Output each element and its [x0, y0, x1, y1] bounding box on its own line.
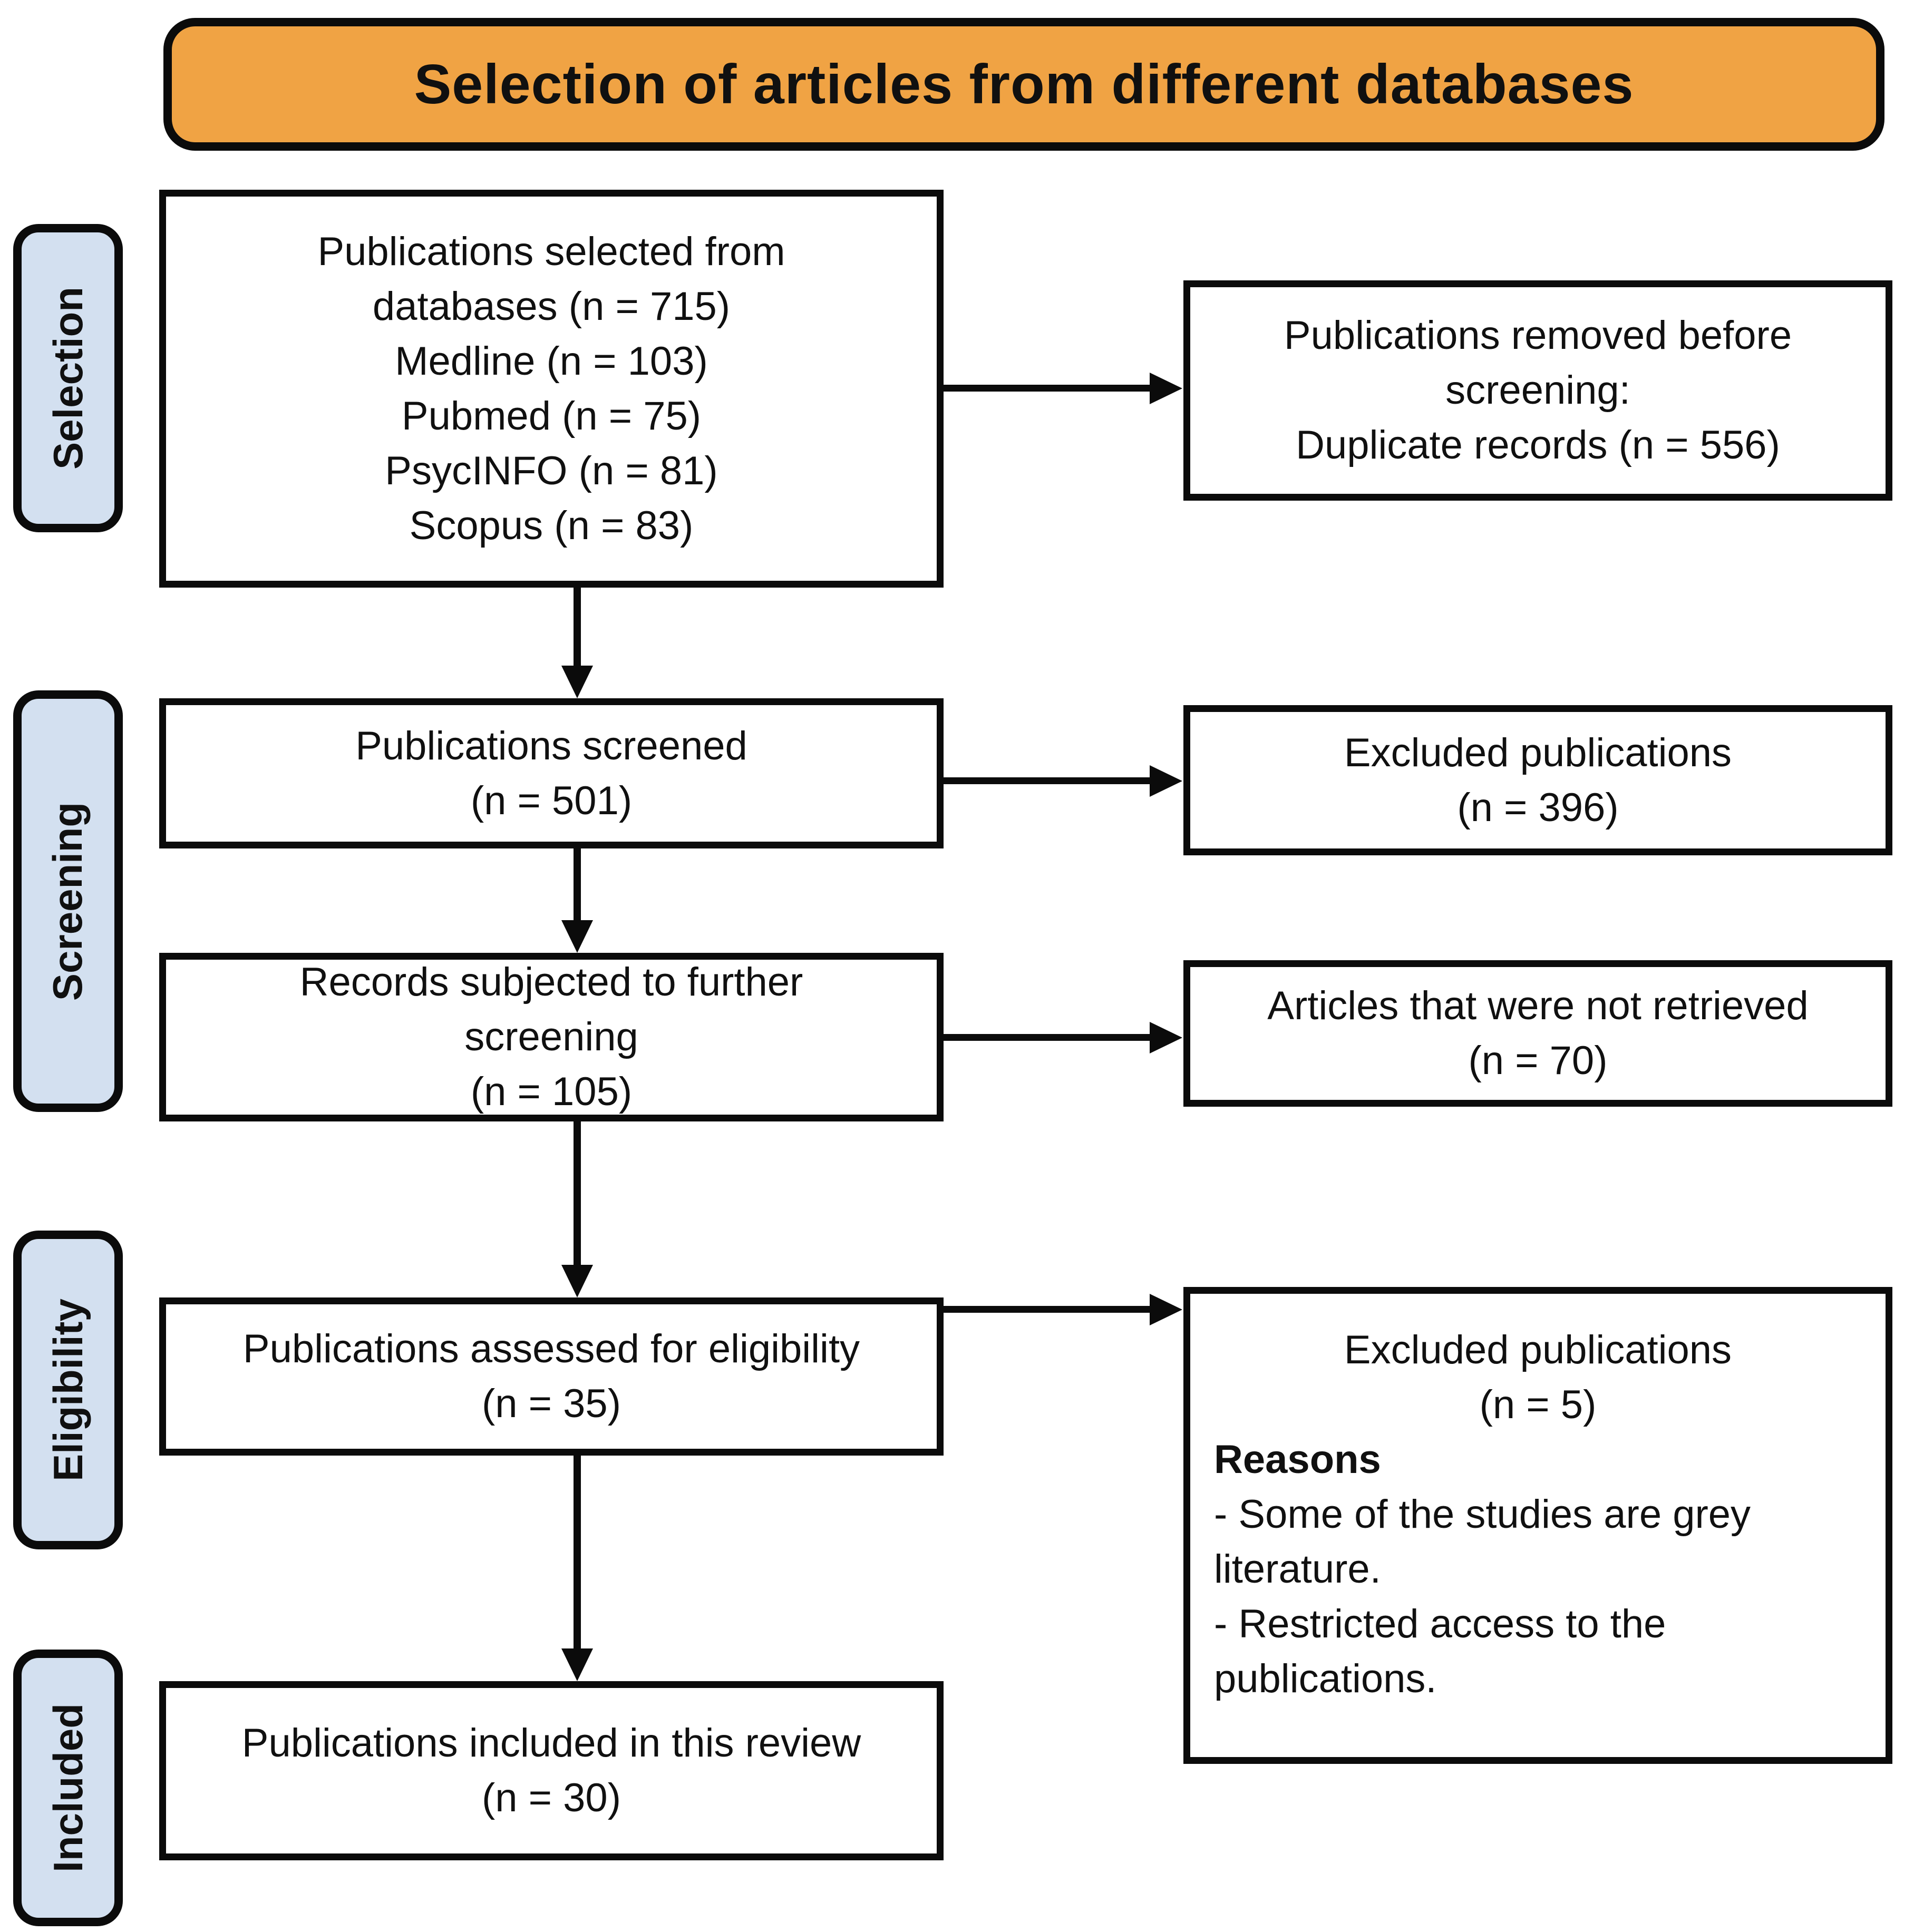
right-arrow-assessed-to-excluded [944, 1306, 1151, 1313]
down-arrow-assessed-to-included [574, 1456, 581, 1650]
box-text-line: Medline (n = 103) [395, 338, 708, 384]
stage-label-eligibility: Eligibility [13, 1231, 123, 1549]
down-arrow-screened-to-further [574, 848, 581, 921]
box-text-line: PsycINFO (n = 81) [385, 448, 718, 493]
box-text-line: Publications screened [355, 723, 747, 768]
box-text-line: Excluded publications [1344, 1328, 1732, 1372]
box-text-line: screening: [1445, 368, 1630, 413]
box-text-line: (n = 396) [1457, 785, 1619, 830]
diagram-title: Selection of articles from different dat… [414, 53, 1634, 115]
stage-label-text: Screening [44, 802, 91, 1001]
box-text-line: screening [464, 1014, 638, 1059]
stage-label-screening: Screening [13, 690, 123, 1112]
box-excluded-publications-screening: Excluded publications (n = 396) [1183, 705, 1892, 855]
box-text-line: (n = 35) [481, 1381, 621, 1426]
box-text-line: (n = 70) [1468, 1038, 1608, 1083]
box-text-line: Scopus (n = 83) [409, 503, 694, 548]
box-text-line: (n = 5) [1479, 1382, 1597, 1427]
stage-label-selection: Selection [13, 224, 123, 532]
box-text-line: Articles that were not retrieved [1267, 983, 1809, 1028]
box-text-line: Publications removed before [1284, 313, 1792, 358]
title-banner: Selection of articles from different dat… [163, 18, 1884, 151]
box-text-line: Publications assessed for eligibility [242, 1326, 860, 1371]
box-text-line: Publications included in this review [241, 1721, 861, 1765]
box-text-line: Duplicate records (n = 556) [1296, 423, 1780, 467]
box-excluded-publications-eligibility: Excluded publications (n = 5) Reasons - … [1183, 1287, 1892, 1764]
box-text-line: databases (n = 715) [372, 284, 731, 329]
box-publications-screened: Publications screened (n = 501) [159, 698, 944, 848]
reasons-block: Reasons - Some of the studies are grey l… [1190, 1432, 1886, 1706]
box-publications-included: Publications included in this review (n … [159, 1681, 944, 1860]
right-arrow-further-to-not-retrieved [944, 1034, 1151, 1041]
box-text-line: Excluded publications [1344, 730, 1732, 775]
box-text-line: Pubmed (n = 75) [401, 393, 702, 438]
box-publications-removed: Publications removed before screening: D… [1183, 280, 1892, 501]
box-text-line: Publications selected from [317, 229, 785, 274]
right-arrow-selected-to-removed [944, 385, 1151, 392]
box-text-line: (n = 30) [481, 1775, 621, 1820]
right-arrow-screened-to-excluded [944, 777, 1151, 784]
reason-item: - Restricted access to the publications. [1214, 1602, 1666, 1701]
stage-label-text: Included [44, 1703, 91, 1872]
box-publications-assessed: Publications assessed for eligibility (n… [159, 1297, 944, 1456]
box-text-line: (n = 501) [470, 778, 633, 823]
box-text-line: (n = 105) [470, 1069, 633, 1114]
stage-label-included: Included [13, 1650, 123, 1926]
down-arrow-further-to-assessed [574, 1121, 581, 1266]
box-publications-selected: Publications selected from databases (n … [159, 190, 944, 588]
box-articles-not-retrieved: Articles that were not retrieved (n = 70… [1183, 960, 1892, 1107]
box-records-further-screening: Records subjected to further screening (… [159, 953, 944, 1121]
reason-item: - Some of the studies are grey literatur… [1214, 1492, 1751, 1592]
down-arrow-selected-to-screened [574, 588, 581, 667]
box-text-line: Records subjected to further [299, 960, 803, 1004]
stage-label-text: Selection [44, 287, 91, 470]
reasons-heading: Reasons [1214, 1437, 1381, 1482]
stage-label-text: Eligibility [44, 1299, 91, 1481]
